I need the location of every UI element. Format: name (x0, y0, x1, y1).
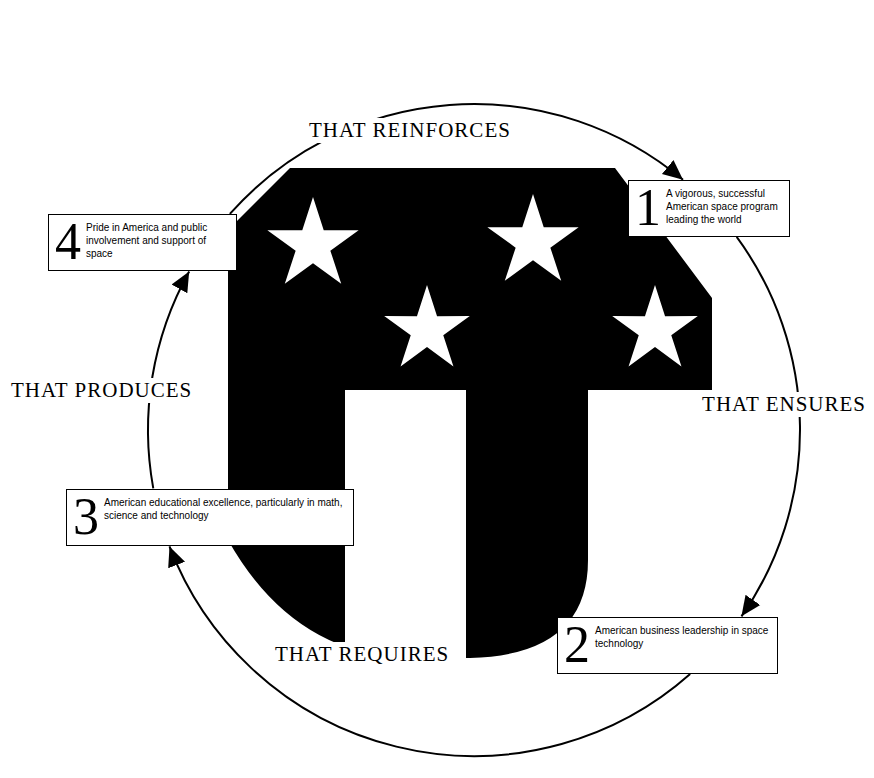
star (267, 197, 358, 284)
shield-pillar (345, 390, 466, 665)
shield-shape (228, 168, 712, 658)
statement-text: A vigorous, successful American space pr… (666, 185, 783, 226)
callout-number: 1 (635, 185, 661, 232)
callout-number: 4 (55, 219, 81, 266)
cycle-arrow (737, 237, 800, 616)
edge-label: THAT REINFORCES (306, 118, 514, 143)
edge-label: THAT ENSURES (699, 392, 869, 417)
star (612, 285, 698, 366)
statement-box: 4Pride in America and public involvement… (48, 214, 237, 271)
statement-text: American educational excellence, particu… (104, 494, 347, 522)
statement-box: 2American business leadership in space t… (557, 617, 778, 674)
statement-box: 3American educational excellence, partic… (66, 489, 354, 546)
callout-number: 2 (564, 622, 590, 669)
statement-text: American business leadership in space te… (595, 622, 771, 650)
star (487, 194, 578, 281)
star (384, 285, 470, 366)
callout-number: 3 (73, 494, 99, 541)
statement-text: Pride in America and public involvement … (86, 219, 230, 260)
statement-box: 1A vigorous, successful American space p… (628, 180, 790, 237)
cycle-arrow (230, 104, 683, 214)
edge-label: THAT PRODUCES (8, 378, 195, 403)
edge-label: THAT REQUIRES (272, 642, 452, 667)
